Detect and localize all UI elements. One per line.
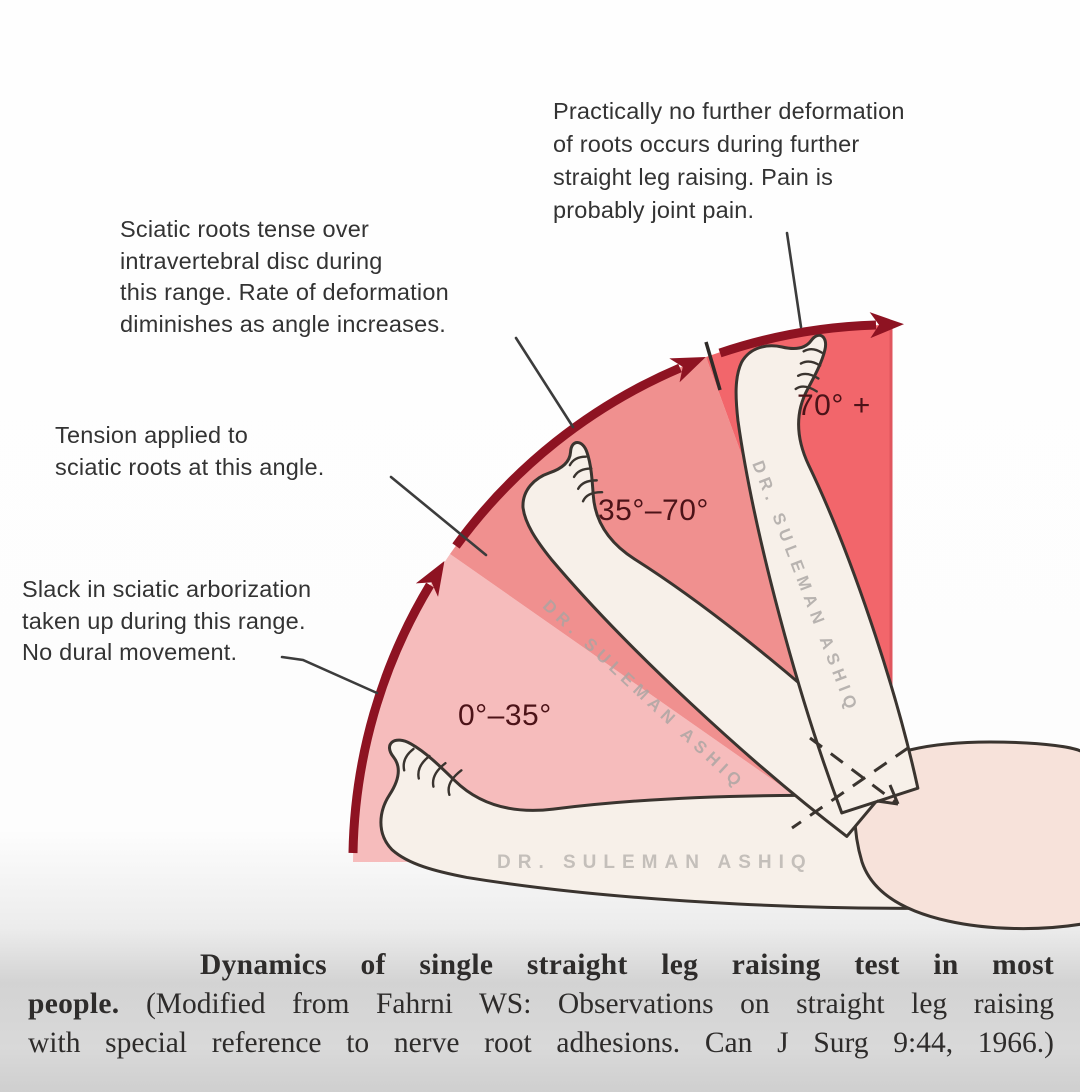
angle-label-70-plus: 70° + [797,389,871,422]
arc-tick-70 [704,341,722,391]
hip-dashed-line-2 [791,746,909,830]
annotation-line: probably joint pain. [553,197,755,223]
angle-label-0-35: 0°–35° [458,699,552,732]
annotation-line: Practically no further deformation [553,98,905,124]
caption-regular-text: with special reference to nerve root adh… [28,1027,1054,1059]
annotation-no-further-deformation: Practically no further deformation of ro… [553,95,905,227]
arc-border-group [348,312,904,854]
caption-bold-text: Dynamics of single straight leg raising … [200,949,1054,981]
annotation-line: straight leg raising. Pain is [553,164,834,190]
hip-dashed-arrowhead [876,784,900,806]
annotation-line: Tension applied to [55,422,249,448]
caption-bold-text: people. [28,988,120,1020]
annotation-line: No dural movement. [22,639,238,665]
watermark-horizontal-leg: DR. SULEMAN ASHIQ [497,852,813,873]
caption-line-3: with special reference to nerve root adh… [28,1024,1054,1063]
annotation-line: this range. Rate of deformation [120,279,449,305]
annotation-tension-applied: Tension applied to sciatic roots at this… [55,420,324,483]
arc-segment-0-35 [348,561,445,854]
leader-no-further-deformation [785,231,803,329]
angle-label-35-70: 35°–70° [598,494,709,527]
leader-roots-tense [514,336,575,429]
caption-line-1: Dynamics of single straight leg raising … [28,946,1054,985]
leader-lines-group [280,231,803,695]
arc-segment-70-90 [718,312,904,358]
hip-dashed-line-1 [809,736,899,806]
annotation-roots-tense: Sciatic roots tense over intravertebral … [120,214,449,340]
annotation-line: of roots occurs during further [553,131,860,157]
annotation-line: Sciatic roots tense over [120,216,370,242]
annotation-line: taken up during this range. [22,607,306,634]
annotation-line: Slack in sciatic arborization [22,576,312,602]
annotation-line: intravertebral disc during [120,247,383,274]
leader-tension-applied [389,475,488,557]
sector-0-35 [353,554,890,862]
arc-segment-35-70 [452,357,706,549]
figure-caption: Dynamics of single straight leg raising … [28,946,1054,1063]
annotation-line: sciatic roots at this angle. [55,453,325,480]
leader-slack-taken-up [280,655,379,695]
annotation-slack-taken-up: Slack in sciatic arborization taken up d… [22,574,311,669]
annotation-line: diminishes as angle increases. [120,310,447,337]
caption-regular-text: (Modified from Fahrni WS: Observations o… [119,988,1054,1020]
caption-line-2: people. (Modified from Fahrni WS: Observ… [28,985,1054,1024]
